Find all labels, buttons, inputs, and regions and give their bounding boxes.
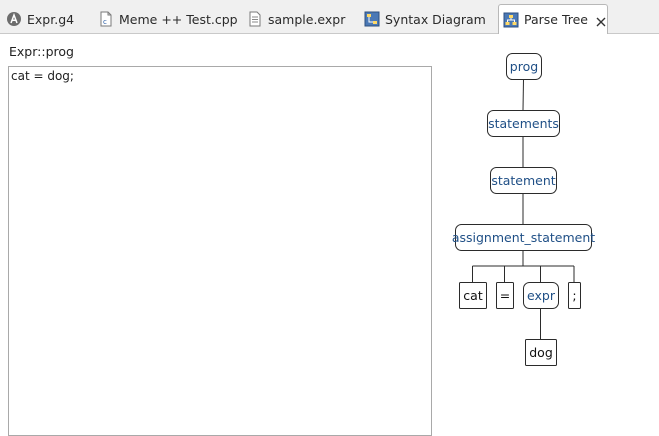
tree-node-assignment-statement[interactable]: assignment_statement (452, 224, 595, 251)
tree-node-statement[interactable]: statement (490, 167, 557, 194)
tree-node-box (459, 282, 487, 309)
tree-edge (472, 250, 575, 282)
tab-syntax-diagram[interactable]: Syntax Diagram (364, 5, 486, 33)
tree-node-label: expr (527, 288, 556, 303)
tree-node-box (455, 224, 592, 251)
tree-node-box (506, 53, 542, 80)
tree-node-semi[interactable]: ; (568, 282, 581, 309)
tab-label: Syntax Diagram (385, 11, 486, 27)
tree-node-label: assignment_statement (452, 230, 595, 245)
text-file-icon (247, 11, 263, 27)
tab-label: Expr.g4 (27, 11, 75, 27)
tree-node-box (523, 282, 559, 309)
tree-node-cat[interactable]: cat (459, 282, 487, 309)
tab-parse-tree[interactable]: Parse Tree (498, 4, 608, 34)
tree-node-box (525, 339, 557, 366)
tree-node-box (490, 167, 557, 194)
tree-node-label: statements (488, 116, 559, 131)
tree-node-label: prog (510, 59, 538, 74)
cpp-file-icon: c (98, 11, 114, 27)
tree-node-label: dog (529, 345, 553, 360)
tree-node-statements[interactable]: statements (487, 110, 560, 137)
tab-label: Parse Tree (524, 12, 588, 27)
svg-text:c: c (103, 18, 107, 26)
tab-label: Meme ++ Test.cpp (119, 11, 238, 27)
tree-node-prog[interactable]: prog (506, 53, 542, 80)
input-text-area[interactable]: cat = dog; (8, 66, 432, 436)
antlr-grammar-icon (6, 11, 22, 27)
tree-edge (522, 78, 524, 111)
tree-node-box (487, 110, 560, 137)
tab-meme-test-cpp[interactable]: c Meme ++ Test.cpp (98, 5, 238, 33)
tree-node-label: ; (572, 288, 576, 303)
parse-tree-diagram: prog statements statement assignment_statem… (452, 53, 595, 366)
editor-tab-bar: Expr.g4 c Meme ++ Test.cpp sample.expr S… (0, 0, 659, 34)
tree-node-box (496, 282, 514, 309)
close-icon[interactable] (596, 15, 606, 26)
tree-node-eq[interactable]: = (496, 282, 514, 309)
tree-node-expr[interactable]: expr (523, 282, 559, 309)
tab-expr-g4[interactable]: Expr.g4 (6, 5, 74, 33)
tree-node-box (568, 282, 581, 309)
tree-node-dog[interactable]: dog (525, 339, 557, 366)
rule-name-label: Expr::prog (9, 44, 74, 59)
tree-node-label: = (500, 288, 510, 303)
tree-node-label: statement (491, 173, 555, 188)
tree-node-label: cat (463, 288, 483, 303)
input-text: cat = dog; (11, 69, 74, 83)
tab-sample-expr[interactable]: sample.expr (247, 5, 345, 33)
parse-tree-icon (503, 12, 519, 28)
syntax-diagram-icon (364, 11, 380, 27)
tab-label: sample.expr (268, 11, 346, 27)
